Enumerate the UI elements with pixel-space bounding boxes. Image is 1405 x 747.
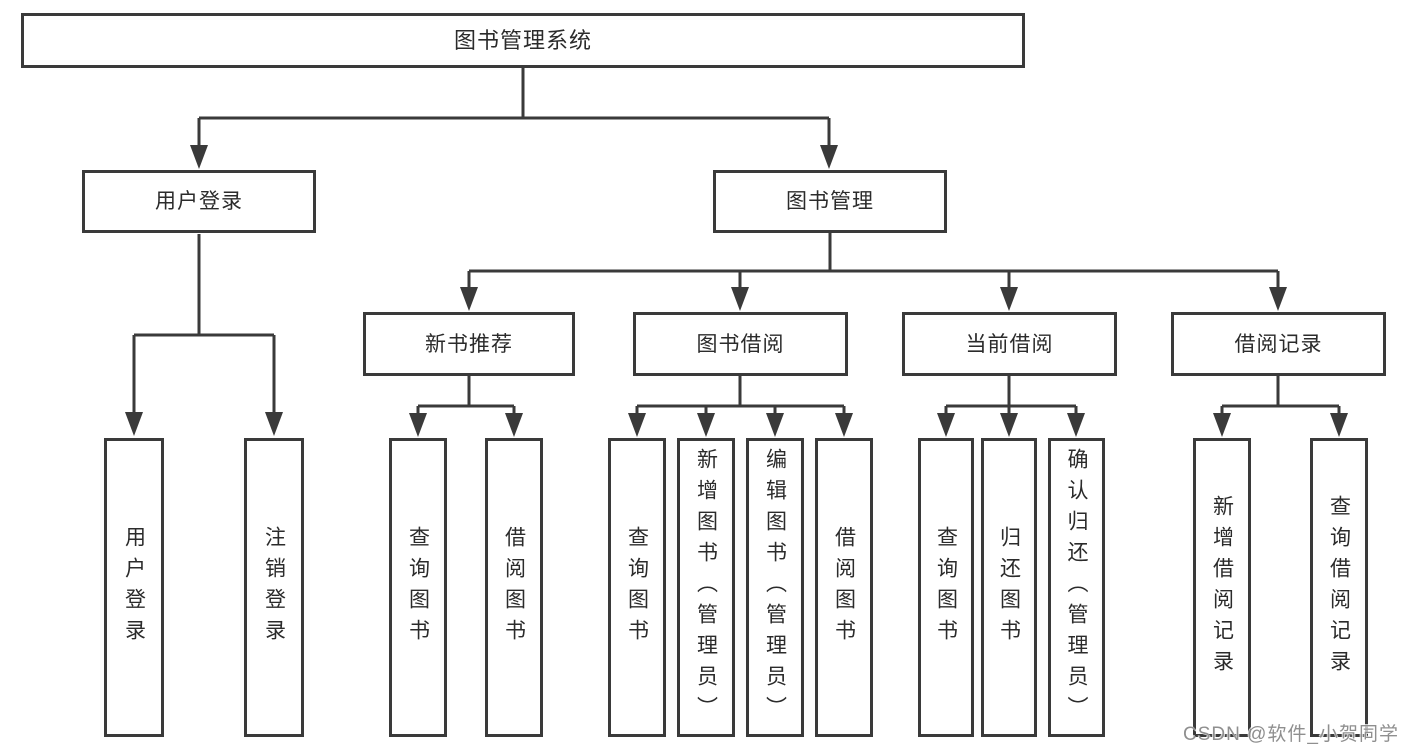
node-current-borrowing: 当前借阅 bbox=[902, 312, 1117, 376]
node-label: 编辑图书（管理员） bbox=[763, 448, 787, 727]
node-leaf-user-login: 用户登录 bbox=[104, 438, 164, 737]
node-leaf-query-books-2: 查询图书 bbox=[608, 438, 666, 737]
node-label: 新书推荐 bbox=[425, 332, 513, 356]
node-label: 当前借阅 bbox=[965, 332, 1054, 356]
node-leaf-confirm-return-admin: 确认归还（管理员） bbox=[1048, 438, 1105, 737]
node-leaf-add-borrow-record: 新增借阅记录 bbox=[1193, 438, 1251, 737]
node-leaf-edit-books-admin: 编辑图书（管理员） bbox=[746, 438, 804, 737]
node-label: 新增图书（管理员） bbox=[694, 448, 718, 727]
arrowheads bbox=[125, 145, 1348, 437]
node-library-system: 图书管理系统 bbox=[21, 13, 1025, 68]
node-label: 新增借阅记录 bbox=[1210, 494, 1234, 681]
node-leaf-query-books-3: 查询图书 bbox=[918, 438, 974, 737]
node-label: 用户登录 bbox=[155, 190, 243, 213]
node-leaf-query-books-1: 查询图书 bbox=[389, 438, 447, 737]
node-label: 查询图书 bbox=[406, 525, 430, 650]
node-label: 归还图书 bbox=[997, 525, 1021, 650]
node-label: 用户登录 bbox=[122, 525, 146, 650]
node-label: 查询图书 bbox=[934, 525, 958, 650]
node-leaf-return-books: 归还图书 bbox=[981, 438, 1037, 737]
node-user-login-group: 用户登录 bbox=[82, 170, 316, 233]
node-label: 查询图书 bbox=[625, 525, 649, 650]
node-label: 确认归还（管理员） bbox=[1065, 448, 1088, 727]
node-leaf-borrow-books-1: 借阅图书 bbox=[485, 438, 543, 737]
csdn-watermark: CSDN @软件_小贺同学 bbox=[1183, 724, 1399, 745]
node-label: 图书管理系统 bbox=[453, 27, 592, 53]
node-leaf-query-borrow-record: 查询借阅记录 bbox=[1310, 438, 1368, 737]
node-book-borrowing: 图书借阅 bbox=[633, 312, 848, 376]
node-label: 注销登录 bbox=[262, 525, 286, 650]
node-book-management: 图书管理 bbox=[713, 170, 947, 233]
node-label: 图书管理 bbox=[786, 190, 874, 213]
node-label: 图书借阅 bbox=[696, 332, 785, 356]
node-borrowing-records: 借阅记录 bbox=[1171, 312, 1386, 376]
node-leaf-logout: 注销登录 bbox=[244, 438, 304, 737]
node-label: 借阅图书 bbox=[832, 525, 856, 650]
node-label: 借阅记录 bbox=[1234, 332, 1323, 356]
node-leaf-add-books-admin: 新增图书（管理员） bbox=[677, 438, 735, 737]
node-label: 借阅图书 bbox=[502, 525, 526, 650]
node-new-book-recommend: 新书推荐 bbox=[363, 312, 575, 376]
node-leaf-borrow-books-2: 借阅图书 bbox=[815, 438, 873, 737]
node-label: 查询借阅记录 bbox=[1327, 494, 1351, 681]
